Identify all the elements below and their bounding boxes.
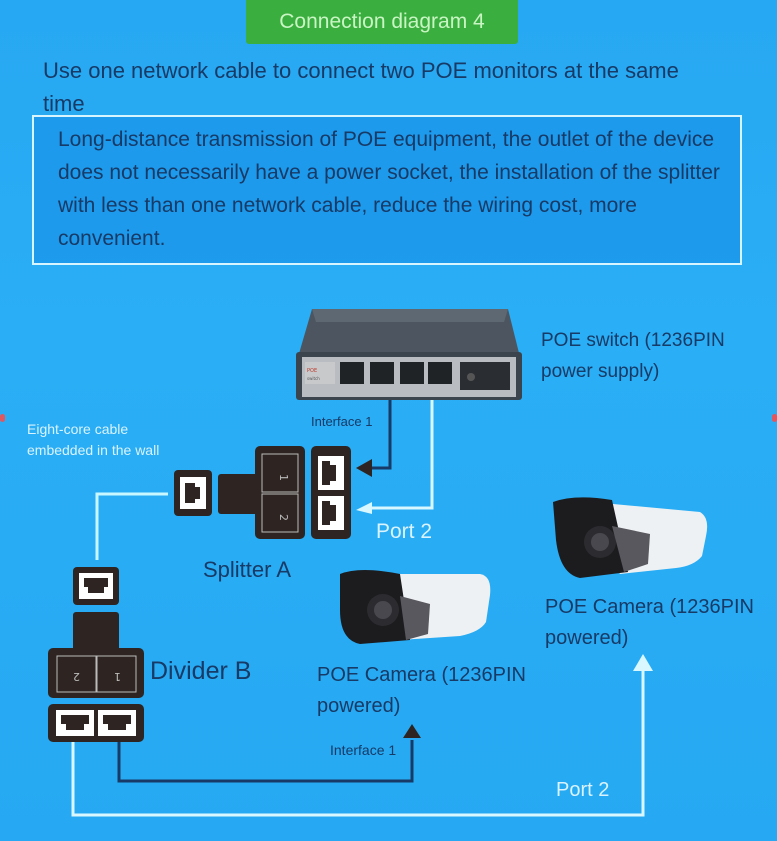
poe-camera-1-label: POE Camera (1236PIN powered) [317,664,526,717]
cable-port-2-top [356,400,434,514]
diagram-title-banner: Connection diagram 4 [246,0,518,44]
cable-interface-1-bottom [117,724,421,783]
svg-text:switch: switch [307,376,320,381]
wall-cable [95,492,168,560]
diagram-subtitle: Use one network cable to connect two POE… [43,58,679,116]
wall-cable-label: Eight-core cable embedded in the wall [27,421,160,458]
port-2-top-label: Port 2 [376,520,433,543]
info-text: Long-distance transmission of POE equipm… [58,128,720,250]
poe-switch-label: POE switch (1236PIN power supply) [541,330,725,382]
splitter-a-label: Splitter A [203,557,292,582]
divider-b-port-number-1: 1 [114,670,121,683]
edge-marker-right [772,414,777,422]
info-box [32,115,742,265]
interface-1-top-label: Interface 1 [311,414,373,429]
cable-port-2-bottom [71,654,653,817]
splitter-a-port-number-1: 1 [277,474,290,481]
interface-1-bottom-label: Interface 1 [330,742,397,758]
splitter-a-port-number-2: 2 [277,514,290,521]
edge-marker-left [0,414,5,422]
divider-b-port-number-2: 2 [73,670,80,683]
poe-camera-2-icon [553,497,708,578]
poe-camera-2-label: POE Camera (1236PIN powered) [545,596,754,649]
cable-interface-1-top [356,400,392,477]
splitter-a-icon: 1 2 [174,446,351,539]
poe-camera-1-icon [340,570,491,644]
divider-b-label: Divider B [150,657,252,685]
divider-b-icon: 2 1 [48,567,144,742]
svg-text:POE: POE [307,368,317,374]
diagram-title: Connection diagram 4 [279,10,485,33]
poe-switch-icon: POE switch [296,309,522,400]
switch-rj45-ports [340,362,452,384]
port-2-bottom-label: Port 2 [556,779,610,801]
